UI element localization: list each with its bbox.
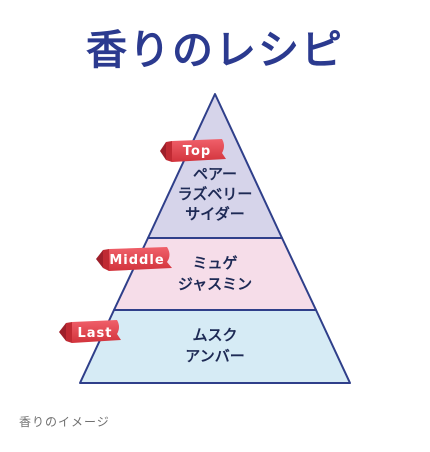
- page-title: 香りのレシピ: [86, 26, 344, 74]
- top-note-3: サイダー: [185, 205, 244, 223]
- middle-note-2: ジャスミン: [178, 275, 252, 293]
- last-note-2: アンバー: [185, 347, 244, 365]
- pyramid-last-layer: [79, 309, 351, 384]
- top-note-2: ラズベリー: [178, 185, 253, 203]
- ribbon-middle: Middle: [96, 247, 172, 271]
- ribbon-last: Last: [59, 320, 121, 343]
- top-note-1: ペアー: [193, 165, 237, 183]
- ribbon-top-label: Top: [183, 144, 211, 159]
- ribbon-middle-label: Middle: [109, 253, 164, 268]
- caption: 香りのイメージ: [19, 415, 110, 429]
- middle-note-1: ミュゲ: [192, 254, 237, 272]
- ribbon-top: Top: [160, 139, 226, 162]
- last-note-1: ムスク: [192, 326, 237, 344]
- ribbon-last-label: Last: [77, 326, 112, 341]
